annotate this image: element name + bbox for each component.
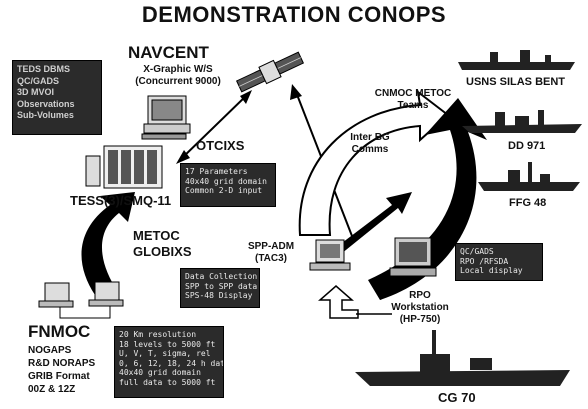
metoc-label: METOC <box>133 228 180 243</box>
spp-adm-sub: (TAC3) <box>236 253 306 265</box>
spp-line: Data Collection <box>185 272 255 282</box>
otcixs-line: 17 Parameters <box>185 167 271 177</box>
fnmoc-box-line: U, V, T, sigma, rel <box>119 349 219 359</box>
cnmoc-sub: Teams <box>366 100 460 112</box>
otcixs-info-box: 17 Parameters 40x40 grid domain Common 2… <box>180 163 276 207</box>
fnmoc-box-line: 40x40 grid domain <box>119 368 219 378</box>
ship-dd971-icon <box>462 110 582 133</box>
ship-ffg48-label: FFG 48 <box>509 197 546 209</box>
fnmoc-computers-icon <box>39 282 123 318</box>
otcixs-line: Common 2-D input <box>185 186 271 196</box>
spp-computer-icon <box>310 240 350 270</box>
fnmoc-box-line: 20 Km resolution <box>119 330 219 340</box>
cnmoc-label: CNMOC METOC <box>366 88 460 100</box>
fnmoc-label: FNMOC <box>28 322 90 342</box>
spp-info-box: Data Collection SPP to SPP data SPS-48 D… <box>180 268 260 308</box>
ship-silas-bent-label: USNS SILAS BENT <box>466 76 565 88</box>
rpo-sub2: (HP-750) <box>380 314 460 326</box>
navcent-label: NAVCENT <box>128 43 209 63</box>
fnmoc-info-box: 20 Km resolution 18 levels to 5000 ft U,… <box>114 326 224 398</box>
otcixs-label: OTCIXS <box>196 138 244 153</box>
ship-silas-bent-icon <box>458 50 575 70</box>
return-hollow-arrow <box>320 286 358 318</box>
tess-label: TESS(3)/SMQ-11 <box>70 193 171 208</box>
teds-info-box: TEDS DBMS QC/GADS 3D MVOI Observations S… <box>12 60 102 135</box>
fnmoc-item: R&D NORAPS <box>28 358 95 370</box>
fnmoc-box-line: full data to 5000 ft <box>119 378 219 388</box>
ship-dd971-label: DD 971 <box>508 140 545 152</box>
fnmoc-item: NOGAPS <box>28 345 71 357</box>
ship-cg70-label: CG 70 <box>438 390 476 405</box>
spp-adm-label: SPP-ADM <box>236 241 306 253</box>
teds-line: TEDS DBMS <box>17 64 97 76</box>
teds-line: Observations <box>17 99 97 111</box>
teds-line: 3D MVOI <box>17 87 97 99</box>
globixs-label: GLOBIXS <box>133 244 192 259</box>
tess-rack-icon <box>86 146 162 188</box>
rpo-sub1: Workstation <box>380 302 460 314</box>
inter-bg-sub: Comms <box>340 144 400 156</box>
spp-line: SPS-48 Display <box>185 291 255 301</box>
teds-line: Sub-Volumes <box>17 110 97 122</box>
inter-bg-arc <box>300 92 448 235</box>
fnmoc-item: GRIB Format <box>28 371 90 383</box>
fnmoc-item: 00Z & 12Z <box>28 384 75 396</box>
navcent-computer-icon <box>142 96 190 139</box>
otcixs-line: 40x40 grid domain <box>185 177 271 187</box>
rpo-line: QC/GADS <box>460 247 538 257</box>
navcent-line1: X-Graphic W/S <box>118 64 238 76</box>
rpo-label: RPO <box>380 290 460 302</box>
rpo-info-box: QC/GADS RPO /RFSDA Local display <box>455 243 543 281</box>
fnmoc-box-line: 18 levels to 5000 ft <box>119 340 219 350</box>
ship-cg70-icon <box>355 330 570 386</box>
fnmoc-box-line: 0, 6, 12, 18, 24 h data <box>119 359 219 369</box>
rpo-workstation-icon <box>390 238 436 276</box>
rpo-line: Local display <box>460 266 538 276</box>
navcent-line2: (Concurrent 9000) <box>118 76 238 88</box>
teds-line: QC/GADS <box>17 76 97 88</box>
ship-ffg48-icon <box>478 162 580 191</box>
spp-line: SPP to SPP data <box>185 282 255 292</box>
inter-bg-label: Inter BG <box>340 132 400 144</box>
rpo-line: RPO /RFSDA <box>460 257 538 267</box>
